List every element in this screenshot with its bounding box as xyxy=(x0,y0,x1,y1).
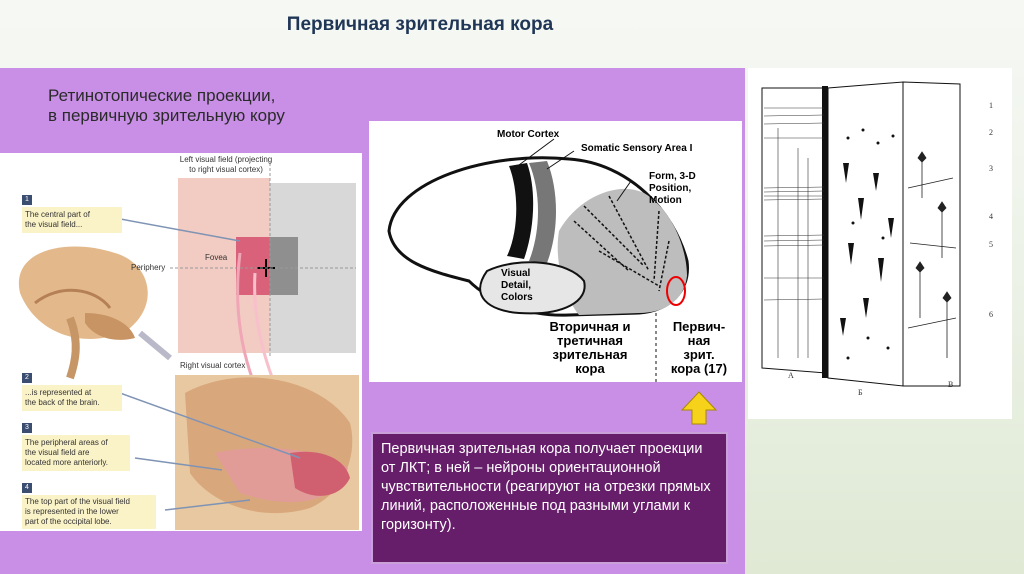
panel-label-b: Б xyxy=(858,388,863,398)
note-3-line-3: located more anteriorly. xyxy=(25,458,108,468)
secondary-line-2: третичная xyxy=(529,334,651,348)
note-4-line-1: The top part of the visual field xyxy=(25,497,130,507)
cortex-layers-drawing xyxy=(748,68,1012,419)
layer-label-5: 5 xyxy=(989,240,993,250)
secondary-line-1: Вторичная и xyxy=(529,320,651,334)
primary-line-1: Первич- xyxy=(659,320,739,334)
left-field-header-line-2: to right visual cortex) xyxy=(178,165,274,175)
layer-label-1: 1 xyxy=(989,101,993,111)
primary-line-3: зрит. xyxy=(659,348,739,362)
primary-line-2: ная xyxy=(659,334,739,348)
layer-label-6: 6 xyxy=(989,310,993,320)
visual-line-1: Visual xyxy=(501,268,533,280)
secondary-line-3: зрительная xyxy=(529,348,651,362)
left-field-header-line-1: Left visual field (projecting xyxy=(178,155,274,165)
note-1-line-2: the visual field... xyxy=(25,220,82,230)
periphery-label: Periphery xyxy=(131,263,165,273)
form-line-1: Form, 3-D xyxy=(649,171,696,183)
subtitle-line-1: Ретинотопические проекции, xyxy=(48,86,348,106)
form-line-3: Motion xyxy=(649,195,696,207)
panel-label-a: А xyxy=(788,371,794,381)
primary-line-4: кора (17) xyxy=(659,362,739,376)
note-3-line-2: the visual field are xyxy=(25,448,89,458)
secondary-cortex-label: Вторичная и третичная зрительная кора xyxy=(529,320,651,376)
form-position-motion-label: Form, 3-D Position, Motion xyxy=(649,171,696,207)
retinotopic-figure: Left visual field (projecting to right v… xyxy=(0,153,362,531)
somatic-sensory-label: Somatic Sensory Area I xyxy=(581,143,692,154)
note-box-1: The central part of the visual field... xyxy=(22,207,122,233)
layer-label-2: 2 xyxy=(989,128,993,138)
fovea-label: Fovea xyxy=(205,253,227,263)
note-2-line-2: the back of the brain. xyxy=(25,398,100,408)
motor-cortex-label: Motor Cortex xyxy=(497,129,559,140)
secondary-line-4: кора xyxy=(529,362,651,376)
note-4-line-3: part of the occipital lobe. xyxy=(25,517,112,527)
note-number-1: 1 xyxy=(22,195,32,205)
figure-subtitle: Ретинотопические проекции, в первичную з… xyxy=(48,86,348,126)
cortex-areas-figure: Motor Cortex Somatic Sensory Area I Form… xyxy=(369,121,742,382)
note-2-line-1: ...is represented at xyxy=(25,388,91,398)
right-visual-cortex-label: Right visual cortex xyxy=(180,361,245,371)
note-4-line-2: is represented in the lower xyxy=(25,507,119,517)
left-field-header: Left visual field (projecting to right v… xyxy=(178,155,274,175)
layer-label-4: 4 xyxy=(989,212,993,222)
primary-cortex-label: Первич- ная зрит. кора (17) xyxy=(659,320,739,376)
subtitle-line-2: в первичную зрительную кору xyxy=(48,106,348,126)
note-3-line-1: The peripheral areas of xyxy=(25,438,108,448)
form-line-2: Position, xyxy=(649,183,696,195)
cortex-layers-figure: 1 2 3 4 5 6 А Б В xyxy=(748,68,1012,419)
visual-line-3: Colors xyxy=(501,292,533,304)
note-number-4: 4 xyxy=(22,483,32,493)
layer-label-3: 3 xyxy=(989,164,993,174)
note-box-3: The peripheral areas of the visual field… xyxy=(22,435,130,471)
note-box-4: The top part of the visual field is repr… xyxy=(22,495,156,529)
visual-detail-label: Visual Detail, Colors xyxy=(501,268,533,304)
note-box-2: ...is represented at the back of the bra… xyxy=(22,385,122,411)
slide-title: Первичная зрительная кора xyxy=(0,14,840,36)
up-arrow-icon xyxy=(680,390,718,426)
note-number-2: 2 xyxy=(22,373,32,383)
note-number-3: 3 xyxy=(22,423,32,433)
visual-line-2: Detail, xyxy=(501,280,533,292)
description-box: Первичная зрительная кора получает проек… xyxy=(371,432,728,564)
panel-label-v: В xyxy=(948,380,953,390)
note-1-line-1: The central part of xyxy=(25,210,90,220)
